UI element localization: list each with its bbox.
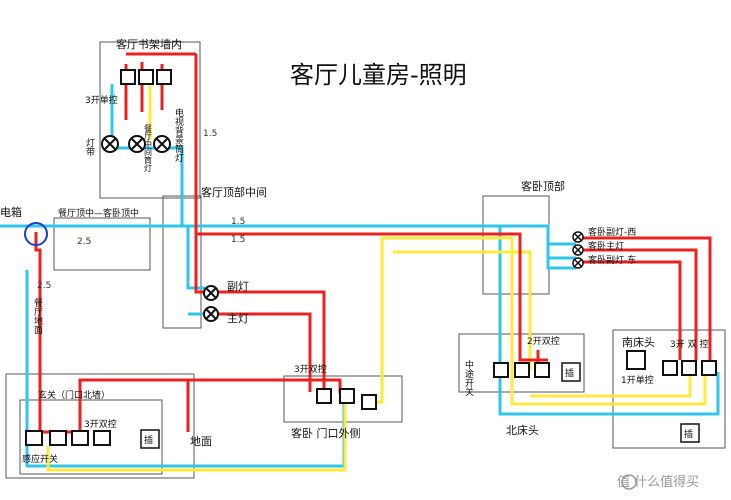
entrance-outer-box — [5, 373, 195, 479]
electric-box-icon — [24, 222, 48, 246]
lamp-strip-label: 灯带 — [84, 138, 95, 157]
sensor-switch-label: 感应开关 — [22, 453, 58, 465]
yellow-inner — [393, 250, 532, 370]
entrance-3gang-label: 3开双控 — [84, 418, 117, 430]
entrance-switch-3 — [93, 430, 111, 446]
bedroom-sub-west-icon — [572, 231, 584, 243]
yellow-south — [530, 368, 692, 398]
bookshelf-switch-3 — [156, 69, 172, 85]
electric-box-label: 电箱 — [0, 205, 22, 219]
bedroom-sub-east-icon — [572, 257, 584, 269]
lamp-dining-icon — [128, 135, 146, 153]
yellow-wires — [46, 84, 707, 472]
gauge-label-5: 2.5 — [37, 281, 51, 291]
south-switch-3 — [701, 360, 717, 376]
main-lamp-icon — [203, 306, 219, 322]
lamp-strip-icon — [101, 135, 119, 153]
entrance-socket-label: 插 — [144, 434, 153, 446]
red-entrance-feed — [34, 232, 42, 432]
watermark-text: 值 什么值得买 — [617, 474, 699, 490]
red-bedroom-east — [580, 260, 682, 360]
bedroom-door-outside-label: 客卧 门口外侧 — [291, 426, 361, 440]
gauge-label-2: 1.5 — [231, 217, 245, 227]
south-socket — [680, 423, 700, 443]
south-bedhead-label: 南床头 — [622, 335, 655, 349]
bookshelf-wall-label: 客厅书架墙内 — [116, 37, 182, 51]
main-lamp-label: 主灯 — [227, 312, 249, 325]
dining-to-bedroom-label: 餐厅顶中—客卧顶中 — [58, 207, 139, 219]
entrance-switch-2 — [71, 430, 89, 446]
bedroom-main-icon — [572, 244, 584, 256]
bedroom-ceiling-box — [482, 195, 550, 295]
south-switch-2 — [681, 360, 697, 376]
lamp-dining-label: 餐厅中间筒灯 — [144, 124, 153, 173]
lamp-tv-icon — [153, 135, 171, 153]
entrance-label: 玄关（门口北墙） — [38, 389, 110, 401]
bookshelf-wall-box — [99, 41, 201, 199]
cyan-to-bedroom — [188, 224, 576, 246]
cyan-left-drop — [110, 84, 184, 226]
page-title: 客厅儿童房-照明 — [290, 61, 467, 89]
two-way-2-label: 2开双控 — [527, 335, 560, 347]
south-socket-label: 插 — [684, 428, 693, 440]
gauge-label-1: 1.5 — [203, 129, 217, 139]
cyan-bedroom-main — [546, 244, 576, 260]
bookshelf-switch-1 — [120, 69, 136, 85]
yellow-door-entrance — [46, 402, 347, 472]
red-secondary-lamp — [194, 54, 326, 392]
red-to-bedroom-2way — [196, 232, 548, 362]
dining-junction-box — [53, 217, 151, 271]
entrance-socket — [140, 429, 160, 449]
door-switch-2 — [339, 388, 355, 404]
midway-switch-3 — [534, 362, 550, 378]
gauge-label-3: 1.5 — [231, 235, 245, 245]
dining-floor-label: 餐厅地面 — [32, 297, 43, 335]
north-bedhead-label: 北床头 — [506, 423, 539, 437]
bedroom-sub-east-label: 客卧副灯-东 — [588, 254, 636, 266]
red-main-lamp — [210, 312, 312, 392]
south-single-switch — [626, 350, 646, 370]
switch-3gang-label: 3开单控 — [85, 94, 118, 106]
three-gang-two-way-label: 3开双控 — [294, 363, 327, 375]
cyan-main-feed — [0, 224, 205, 290]
midway-switch-2 — [514, 362, 530, 378]
secondary-lamp-icon — [203, 285, 219, 301]
lamp-symbols — [101, 135, 584, 322]
midway-switch-label: 中途开关 — [463, 359, 474, 397]
living-ceiling-middle-label: 客厅顶部中间 — [201, 185, 267, 199]
yellow-bedroom-loop — [370, 236, 707, 406]
entrance-sensor-switch — [25, 430, 43, 446]
watermark-logo-icon — [621, 474, 637, 490]
red-bedroom-main — [580, 248, 698, 360]
midway-socket — [561, 362, 581, 382]
bedroom-ceiling-label: 客卧顶部 — [521, 179, 565, 193]
south-bedhead-box — [612, 329, 726, 449]
south-switch-1 — [662, 360, 678, 376]
three-gang-two-way-right-label: 3开 双 控 — [670, 338, 708, 350]
secondary-lamp-label: 副灯 — [227, 280, 249, 293]
cyan-bedroom-east — [546, 258, 576, 270]
switch-boxes — [25, 69, 717, 446]
one-gang-single-label: 1开单控 — [621, 374, 654, 386]
red-bedroom-west — [580, 236, 712, 360]
door-switch-1 — [316, 388, 332, 404]
cyan-north-south — [498, 226, 720, 416]
lamp-tv-label: 电视背景筒灯 — [173, 107, 184, 163]
midway-switch-1 — [493, 362, 509, 378]
floor-label: 地面 — [190, 435, 212, 448]
entrance-inner-box — [19, 399, 163, 475]
gauge-label-4: 2.5 — [77, 237, 91, 247]
bookshelf-switch-2 — [138, 69, 154, 85]
entrance-switch-1 — [49, 430, 67, 446]
bedroom-main-label: 客卧主灯 — [588, 240, 624, 252]
bedroom-sub-west-label: 客卧副灯-西 — [588, 226, 636, 238]
midway-socket-label: 插 — [565, 367, 574, 379]
door-switch-3 — [361, 394, 377, 410]
